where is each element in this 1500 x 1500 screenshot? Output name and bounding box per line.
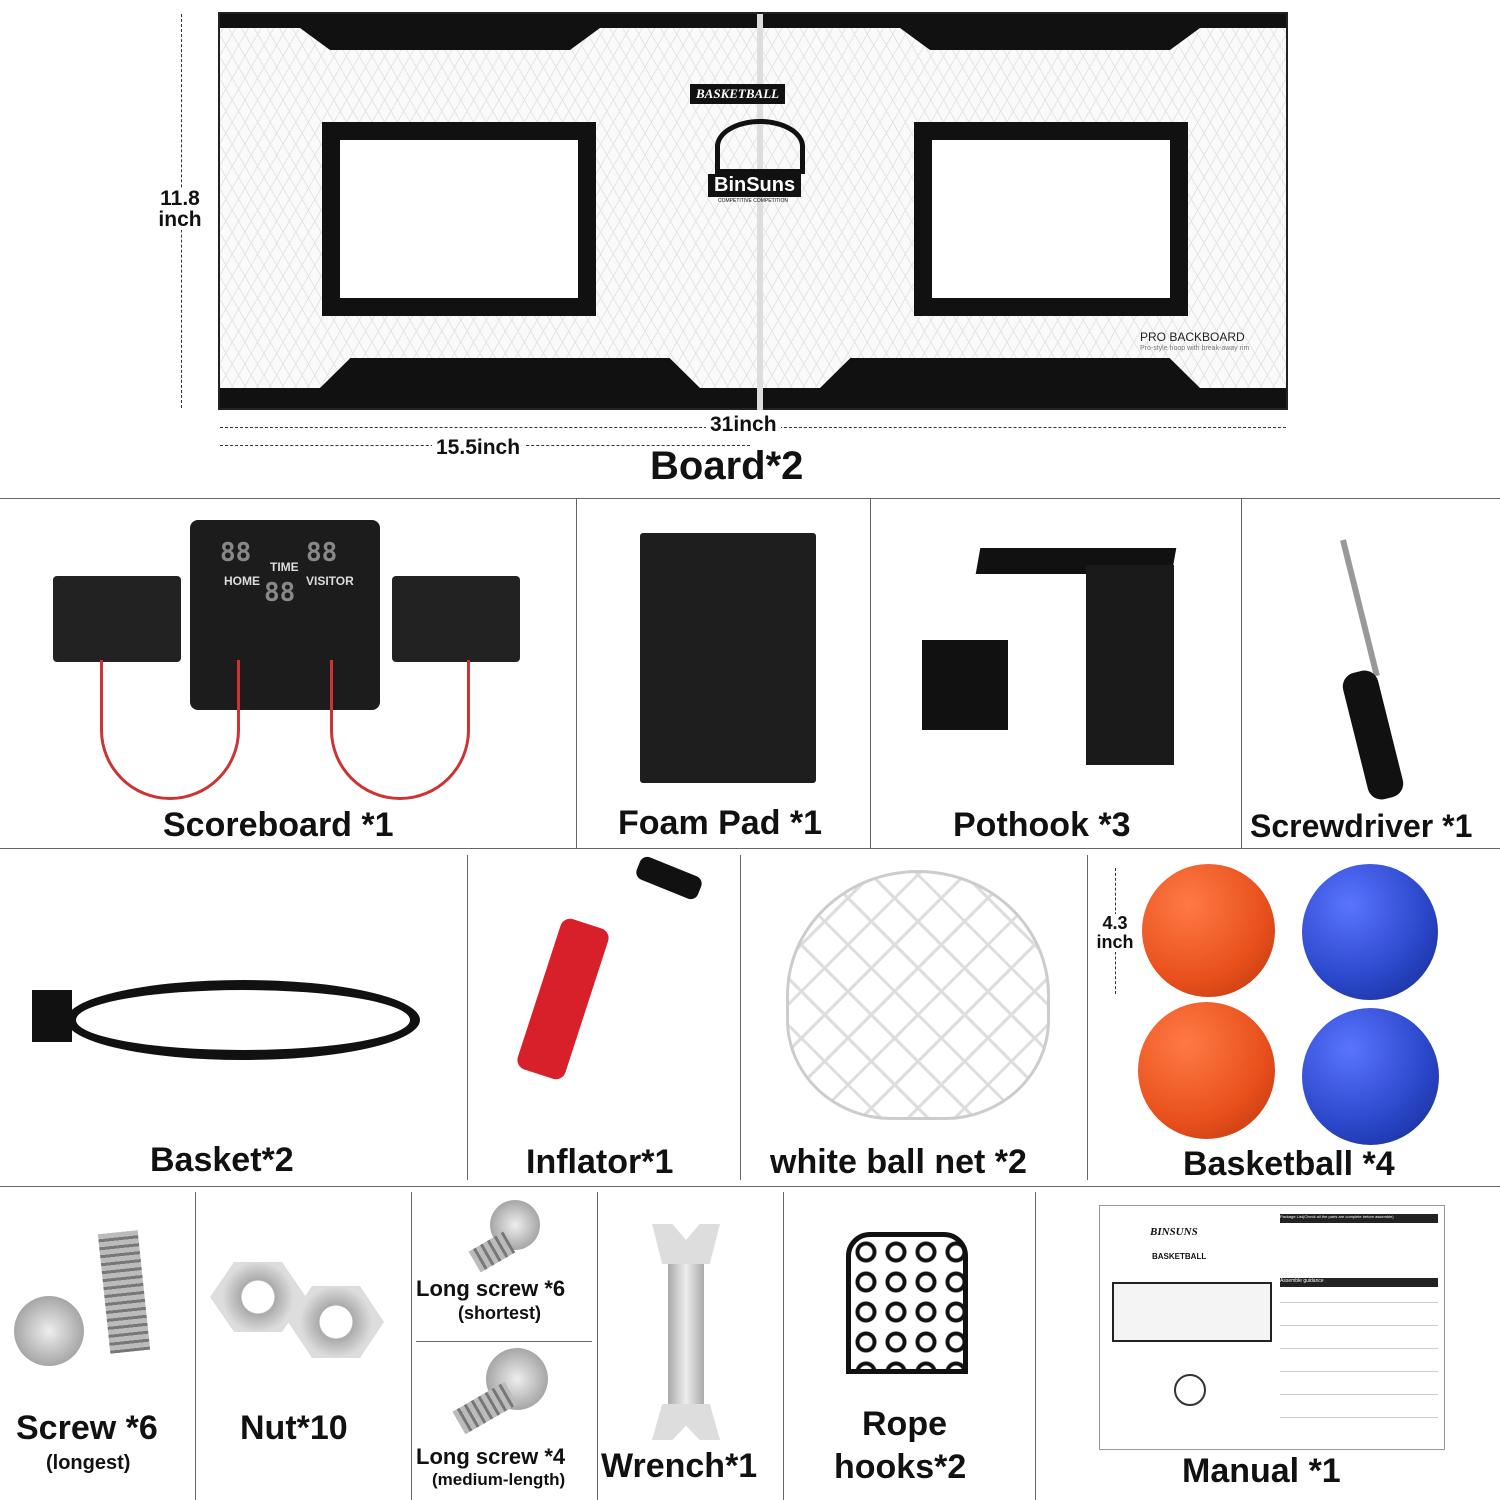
medium-screw-thread [452,1381,518,1435]
badge-subtitle: Pro-style hoop with break-away rim [1140,345,1250,352]
rope-hooks-label-2: hooks*2 [834,1448,967,1486]
divider [1035,1192,1036,1500]
home-digits: 88 [220,538,252,568]
basketball-label: Basketball *4 [1183,1145,1395,1183]
divider [1241,498,1242,848]
half-width-dimension: 15.5inch [432,437,525,458]
wrench-head [652,1224,720,1264]
blue-ball-image [1302,1008,1439,1145]
sensor-wire [100,660,240,800]
manual-label: Manual *1 [1182,1452,1341,1490]
basket-bracket [32,990,72,1042]
screwdriver-image [1340,539,1380,677]
basket-rim-image [66,980,420,1060]
inflator-label: Inflator*1 [526,1143,674,1181]
time-digits: 88 [264,578,296,608]
divider [195,1192,196,1500]
rope-hooks-image [846,1232,968,1374]
board-trim [300,28,600,50]
divider [0,498,1500,499]
long-screw-medium-label: Long screw *4 [416,1444,566,1469]
visitor-digits: 88 [306,538,338,568]
divider [0,848,1500,849]
screwdriver-label: Screwdriver *1 [1250,808,1473,844]
foam-pad-label: Foam Pad *1 [618,804,823,842]
long-screw-medium-note: (medium-length) [432,1470,566,1489]
manual-package-list: Package List(Check all the parts are com… [1280,1214,1438,1223]
manual-board-drawing [1112,1282,1272,1342]
blue-ball-image [1302,864,1438,1000]
board-seam [757,14,763,410]
divider [870,498,871,848]
nut-image [288,1286,384,1358]
board-label: Board*2 [650,444,804,488]
orange-ball-image [1138,1002,1275,1139]
divider [411,1192,412,1500]
divider [1087,855,1088,1180]
target-square-right [914,122,1188,316]
divider [0,1186,1500,1187]
ball-size-unit: inch [1096,932,1134,952]
sensor-wire [330,660,470,800]
orange-ball-image [1142,864,1275,997]
target-square-left [322,122,596,316]
divider [783,1192,784,1500]
manual-steps [1280,1290,1438,1440]
screw-note: (longest) [46,1452,131,1474]
nut-label: Nut*10 [240,1409,348,1447]
wrench-head [652,1404,720,1440]
divider [740,855,741,1180]
screwdriver-handle [1339,667,1407,803]
foam-pad-image [640,533,816,783]
wrench-label: Wrench*1 [601,1447,758,1485]
logo-tagline: COMPETITIVE COMPETITION [718,198,789,204]
divider [597,1192,598,1500]
home-label: HOME [224,574,260,588]
manual-assemble-heading: Assemble guidance [1280,1278,1438,1287]
logo-text: BASKETBALL [690,84,786,104]
screw-image [97,1230,151,1354]
pothook-plate [922,640,1008,730]
net-label: white ball net *2 [770,1143,1027,1181]
manual-title: BASKETBALL [1152,1252,1207,1261]
height-unit: inch [158,208,202,231]
ball-size-value: 4.3 [1102,913,1128,933]
sensor-plate-right [392,576,520,662]
inflator-handle [633,854,705,902]
board-top-trim [220,14,1286,28]
manual-brand: BINSUNS [1150,1226,1198,1238]
sensor-plate-left [53,576,181,662]
width-dimension: 31inch [706,414,781,435]
divider [416,1341,592,1342]
backboard-image: BASKETBALL BinSuns COMPETITIVE COMPETITI… [218,12,1288,410]
long-screw-short-label: Long screw *6 [416,1276,566,1301]
board-trim [320,358,700,388]
wrench-image [668,1250,704,1420]
rope-hooks-label-1: Rope [862,1405,947,1443]
divider [467,855,468,1180]
screw-head [14,1296,84,1366]
manual-ball-drawing [1174,1374,1206,1406]
basket-label: Basket*2 [150,1141,294,1179]
board-trim [820,358,1200,388]
ball-net-image [786,870,1050,1120]
screw-label: Screw *6 [16,1409,158,1447]
visitor-label: VISITOR [306,574,354,588]
pothook-label: Pothook *3 [953,806,1131,844]
logo-brand: BinSuns [708,174,802,197]
long-screw-short-note: (shortest) [458,1303,542,1323]
board-bottom-trim [220,388,1286,408]
inflator-image [514,916,612,1082]
pothook-arm [1086,565,1174,765]
height-value: 11.8 [160,187,200,210]
manual-image: BINSUNS BASKETBALL Package List(Check al… [1099,1205,1445,1450]
badge-title: PRO BACKBOARD [1140,330,1245,344]
divider [576,498,577,848]
scoreboard-label: Scoreboard *1 [163,806,394,844]
basketball-logo-icon [715,119,805,174]
time-label: TIME [270,560,299,574]
board-trim [900,28,1200,50]
